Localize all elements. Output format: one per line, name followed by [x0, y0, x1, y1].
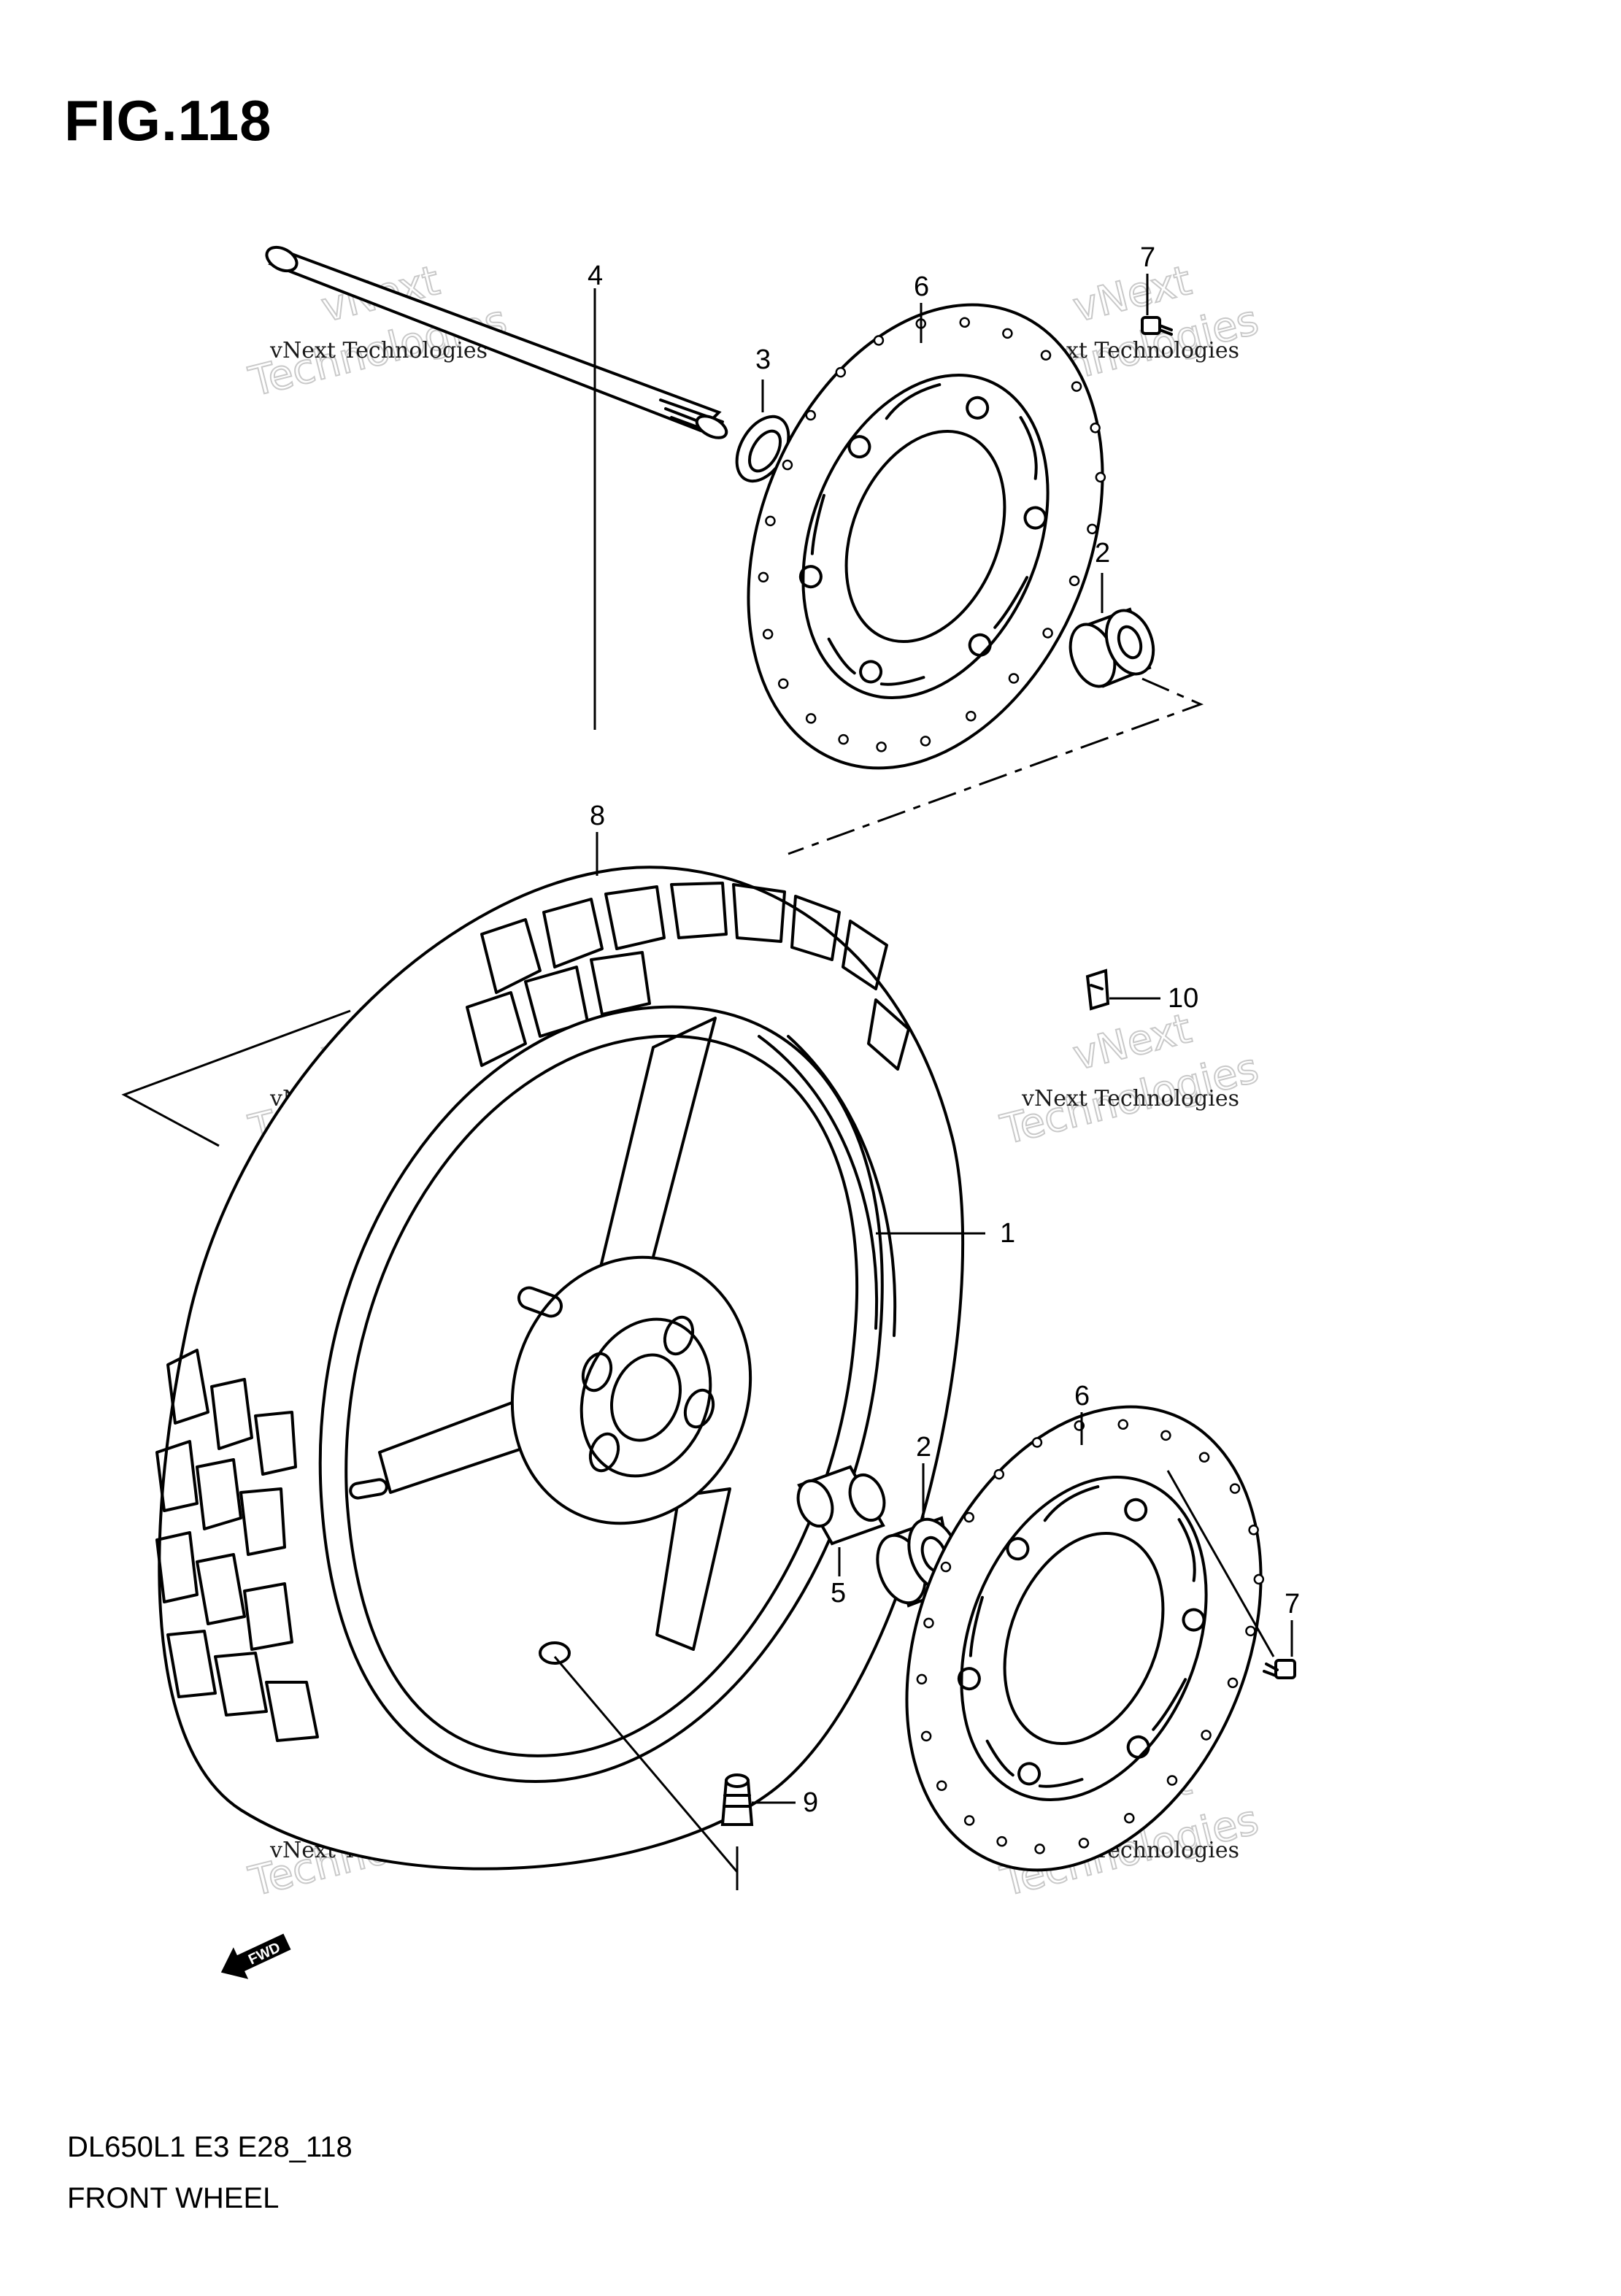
part-valve — [720, 1773, 754, 1826]
part-brake-disc-top — [747, 303, 1106, 770]
assembly-lines-wheel — [121, 1009, 739, 1890]
tread-bottom — [155, 1349, 319, 1742]
svg-text:vNext Technologies: vNext Technologies — [269, 338, 488, 363]
fwd-arrow-badge: FWD — [220, 1933, 291, 1979]
figure-name: FRONT WHEEL — [67, 2182, 280, 2214]
leader-lines — [593, 274, 1293, 1804]
callout-5: 5 — [831, 1578, 846, 1609]
part-wheel-assembly — [155, 866, 965, 1871]
part-bearing-top — [1069, 607, 1155, 688]
part-bolt-top — [1141, 316, 1173, 336]
callout-4: 4 — [588, 261, 603, 291]
disc-top-holes — [758, 317, 1106, 752]
callout-10: 10 — [1168, 983, 1198, 1014]
callout-labels: 1 2 2 3 4 5 6 6 7 7 8 9 10 — [588, 242, 1300, 1818]
part-brake-disc-bottom — [905, 1405, 1265, 1872]
part-bolt-bottom — [1166, 1470, 1296, 1679]
part-axle — [265, 245, 728, 439]
watermark-mid-right: vNext Technologies vNext Technologies — [996, 1004, 1264, 1155]
callout-6-bottom: 6 — [1074, 1381, 1090, 1411]
model-code: DL650L1 E3 E28_118 — [67, 2131, 353, 2163]
part-spacer — [796, 1465, 886, 1546]
callout-9: 9 — [803, 1787, 818, 1818]
callout-6-top: 6 — [914, 271, 929, 302]
assembly-lines-top — [788, 677, 1204, 855]
callout-2-bottom: 2 — [916, 1432, 931, 1463]
callout-8: 8 — [590, 801, 605, 831]
callout-7-top: 7 — [1140, 242, 1155, 273]
callout-1: 1 — [1000, 1218, 1015, 1249]
svg-text:vNext Technologies: vNext Technologies — [1021, 1086, 1239, 1112]
part-clip — [1085, 968, 1110, 1011]
figure-title: FIG.118 — [64, 88, 272, 153]
callout-7-bottom: 7 — [1285, 1589, 1300, 1619]
callout-2-top: 2 — [1095, 538, 1110, 569]
callout-3: 3 — [755, 344, 771, 375]
